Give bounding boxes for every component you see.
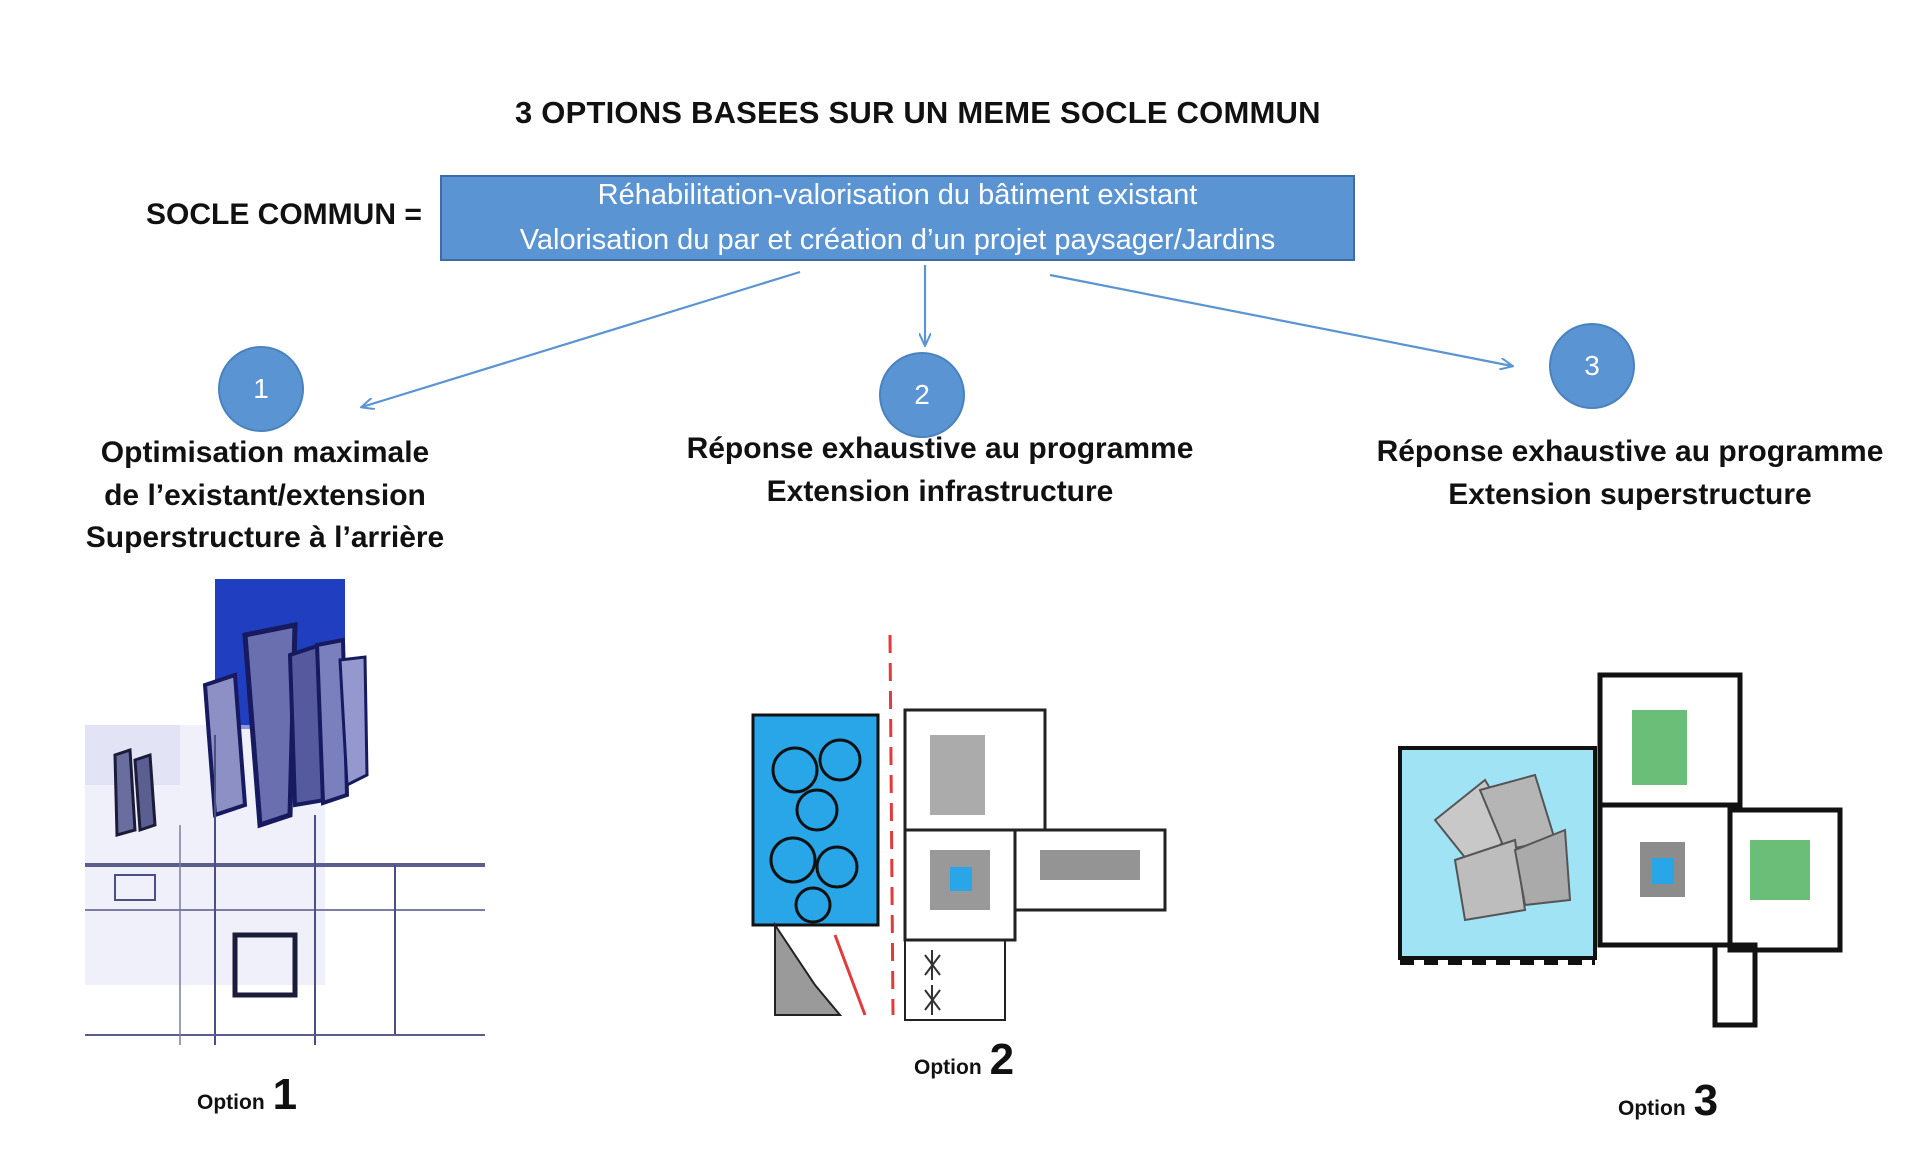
socle-line-2: Valorisation du par et création d’un pro…: [519, 224, 1276, 256]
option-2-title-line-1: Réponse exhaustive au programme: [686, 432, 1194, 465]
option-3-caption-word: Option: [1618, 1097, 1686, 1120]
option-1-caption-number: 1: [272, 1070, 298, 1119]
option-1-caption-word: Option: [197, 1091, 265, 1114]
option-1-sketch: [85, 579, 485, 1045]
option-3-title: Réponse exhaustive au programme Extensio…: [1350, 431, 1910, 516]
option-1-title-line-1: Optimisation maximale: [100, 436, 430, 469]
option-3-sketch: [1398, 672, 1843, 1028]
option-1-number-badge: 1: [218, 346, 304, 432]
option-2-caption-word: Option: [914, 1056, 982, 1079]
option-3-caption-number: 3: [1693, 1076, 1719, 1125]
option-3-title-line-1: Réponse exhaustive au programme: [1376, 435, 1884, 468]
arrow-to-option-1: [362, 270, 801, 407]
option-2-number-badge: 2: [879, 352, 965, 438]
option-1-title: Optimisation maximale de l’existant/exte…: [60, 432, 470, 560]
option-3-title-line-2: Extension superstructure: [1448, 477, 1812, 511]
option-3-caption: Option 3: [1618, 1076, 1718, 1126]
socle-box: Réhabilitation-valorisation du bâtiment …: [440, 175, 1355, 261]
option-1-title-line-3: Superstructure à l’arrière: [85, 521, 445, 555]
socle-line-1: Réhabilitation-valorisation du bâtiment …: [597, 179, 1198, 212]
option-1-caption: Option 1: [197, 1070, 297, 1120]
socle-label: SOCLE COMMUN =: [146, 198, 422, 231]
option-1-title-line-2: de l’existant/extension: [104, 478, 426, 512]
arrow-to-option-3: [1049, 273, 1512, 366]
option-2-sketch: [751, 634, 1167, 1021]
diagram-title: 3 OPTIONS BASEES SUR UN MEME SOCLE COMMU…: [515, 95, 1321, 130]
option-2-caption-number: 2: [989, 1035, 1015, 1084]
option-2-caption: Option 2: [914, 1035, 1014, 1085]
option-3-number-badge: 3: [1549, 323, 1635, 409]
option-2-title: Réponse exhaustive au programme Extensio…: [660, 428, 1220, 513]
option-2-title-line-2: Extension infrastructure: [766, 474, 1114, 508]
